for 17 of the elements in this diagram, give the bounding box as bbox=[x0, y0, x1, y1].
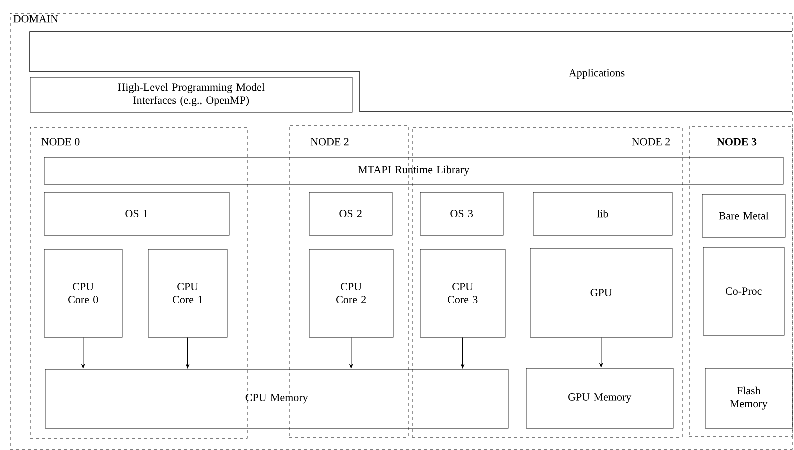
component-box: Bare Metal bbox=[702, 194, 786, 238]
component-box: OS 3 bbox=[420, 192, 504, 236]
component-box: CPU Core 3 bbox=[420, 249, 506, 338]
component-box: Co-Proc bbox=[703, 247, 785, 336]
component-box: OS 2 bbox=[309, 192, 393, 236]
component-box: CPU Core 2 bbox=[309, 249, 394, 338]
component-box: MTAPI Runtime Library bbox=[44, 157, 784, 185]
component-box: CPU Core 0 bbox=[44, 249, 123, 338]
component-box: OS 1 bbox=[44, 192, 230, 236]
component-box: GPU Memory bbox=[526, 368, 674, 429]
component-box: GPU bbox=[530, 248, 673, 338]
layer-label: Applications bbox=[569, 69, 625, 79]
component-box: Flash Memory bbox=[705, 368, 793, 429]
component-box: lib bbox=[533, 192, 673, 236]
component-box: CPU Memory bbox=[45, 369, 509, 429]
component-box: CPU Core 1 bbox=[148, 249, 228, 338]
component-box: High-Level Programming Model Interfaces (e.g., OpenMP) bbox=[30, 77, 353, 113]
